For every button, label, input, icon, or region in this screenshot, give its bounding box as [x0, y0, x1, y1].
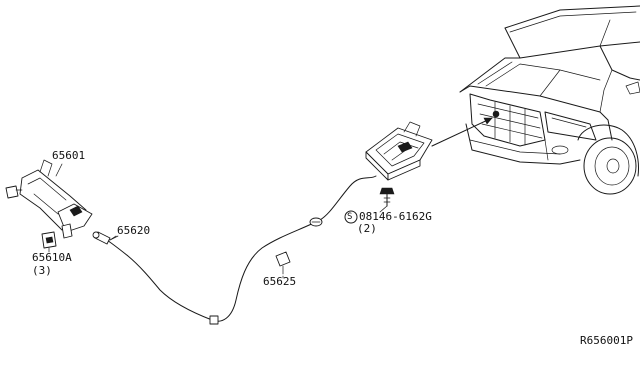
s-symbol-circle	[344, 210, 358, 224]
cable-leader-line	[109, 235, 117, 241]
label-65610a-qty: (3)	[32, 264, 52, 277]
bolt-symbol-letter: S	[347, 212, 353, 222]
grommet-part	[275, 251, 291, 275]
hood-latch-assembly	[365, 117, 493, 213]
diagram-reference-code: R656001P	[580, 334, 633, 347]
clip-part	[41, 231, 57, 253]
vehicle-front-illustration	[459, 5, 640, 195]
label-65620: 65620	[117, 224, 151, 237]
label-bolt-qty: (2)	[357, 222, 377, 235]
release-cable	[92, 175, 377, 325]
label-bolt-part-number: 08146-6162G	[359, 210, 432, 223]
label-65610a: 65610A	[32, 251, 72, 264]
label-65601: 65601	[52, 149, 86, 162]
label-65625: 65625	[263, 275, 297, 288]
release-handle-assembly	[5, 159, 93, 239]
